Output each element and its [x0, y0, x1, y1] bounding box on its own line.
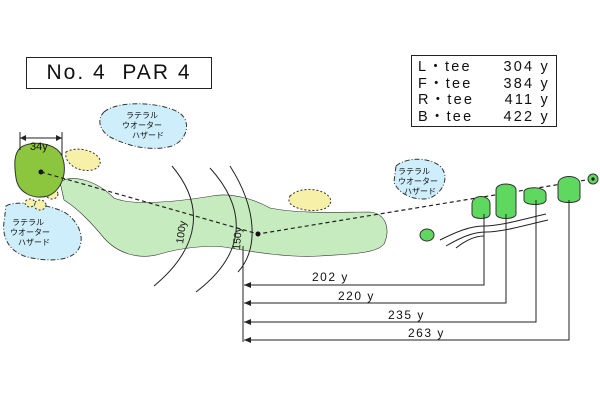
tee-name: R・tee — [418, 92, 475, 108]
hazard-right-line1: ラテラル — [398, 167, 430, 176]
tee-name: F・tee — [418, 75, 473, 92]
green-width-arrow-left — [20, 135, 26, 141]
tee-forward-small — [419, 228, 435, 242]
hazard-label-top: ラテラル ウオーター ハザード — [122, 111, 164, 140]
green-width-label: 34y — [30, 141, 48, 153]
water-hazard-left — [3, 202, 82, 261]
distance-label-263: 263 y — [408, 326, 445, 340]
tee-R — [523, 187, 547, 205]
arrow-220 — [244, 300, 251, 306]
landing-point — [255, 231, 261, 237]
bunker-2 — [288, 189, 332, 211]
arrow-235 — [244, 319, 251, 325]
cart-path-a — [439, 213, 547, 241]
tee-yards: 384 y — [503, 75, 550, 92]
hazard-top-line2: ウオーター — [122, 121, 162, 130]
hazard-top-line3: ハザード — [132, 131, 164, 140]
tee-row: L・tee 304 y — [418, 59, 550, 76]
arc-100y — [153, 165, 194, 287]
cart-path-c — [455, 235, 485, 249]
hazard-right-line3: ハザード — [404, 187, 436, 196]
arc-label-100y: 100y — [174, 219, 189, 244]
green-width-arrow-right — [56, 135, 62, 141]
bunker-5 — [24, 198, 36, 208]
tee-L — [471, 196, 491, 219]
hazard-top-line1: ラテラル — [126, 111, 158, 120]
bunker-4 — [33, 199, 47, 211]
hole-title-box: No. 4 PAR 4 — [26, 57, 212, 89]
arrow-263 — [244, 337, 251, 343]
arc-150y — [195, 167, 237, 293]
tee-name: L・tee — [418, 59, 472, 75]
water-hazard-right — [393, 158, 446, 200]
distance-line-220 — [244, 214, 507, 304]
tee-yards: 422 y — [503, 108, 550, 125]
hazard-label-left: ラテラル ウオーター ハザード — [10, 218, 50, 247]
tee-yardage-table: L・tee 304 y F・tee 384 y R・tee 411 y B・te… — [411, 55, 557, 127]
hazard-label-right: ラテラル ウオーター ハザード — [398, 167, 438, 196]
tee-yards: 304 y — [503, 59, 550, 75]
tee-yards: 411 y — [504, 92, 550, 108]
distance-line-235 — [244, 200, 537, 323]
tee-row: R・tee 411 y — [418, 92, 550, 109]
tee-name: B・tee — [418, 108, 474, 125]
distance-line-263 — [244, 200, 570, 341]
tee-F — [495, 183, 517, 219]
tee-back-dot — [591, 177, 595, 181]
tee-row: B・tee 422 y — [418, 109, 550, 126]
water-hazard-top — [99, 103, 187, 149]
distance-label-235: 235 y — [388, 308, 425, 322]
hole-title: No. 4 PAR 4 — [46, 61, 192, 84]
arrow-202 — [244, 282, 251, 288]
hazard-right-line2: ウオーター — [398, 177, 438, 186]
fairway — [59, 178, 388, 257]
tee-B — [557, 176, 581, 203]
distance-line-202 — [244, 214, 485, 286]
cart-path-b — [445, 219, 549, 247]
distance-label-220: 220 y — [338, 289, 375, 303]
hazard-left-line2: ウオーター — [10, 228, 50, 237]
bunker-1 — [65, 148, 101, 171]
distance-label-202: 202 y — [312, 270, 349, 284]
hazard-left-line3: ハザード — [18, 238, 50, 247]
tee-row: F・tee 384 y — [418, 76, 550, 93]
arc-label-150y: 150y — [231, 226, 245, 250]
arc-150y-outer — [229, 165, 253, 273]
hazard-left-line1: ラテラル — [12, 218, 44, 227]
